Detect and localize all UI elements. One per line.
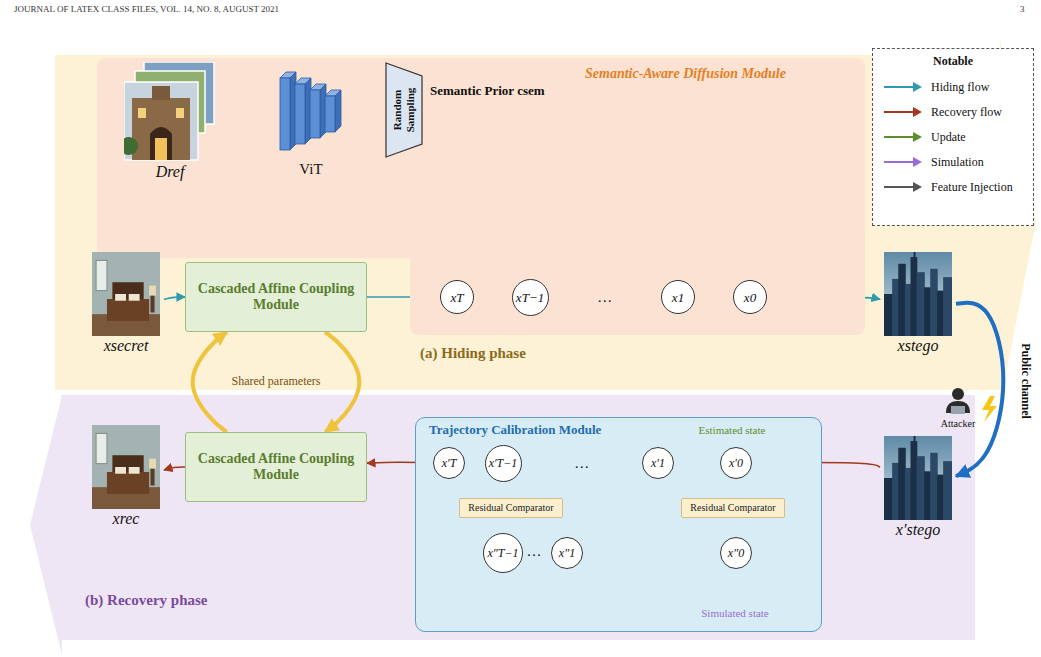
photo-illustration [92,425,160,509]
node-label: x′0 [729,457,743,469]
reference-images: Dref [122,62,218,188]
node-label: x″1 [559,547,575,559]
state-circle: x0 [733,280,767,314]
edge-label: Public channel [1018,341,1031,421]
state-circle: xT−1 [512,279,549,316]
node-label: Residual Comparator [690,502,775,514]
running-header: JOURNAL OF LATEX CLASS FILES, VOL. 14, N… [14,4,279,14]
shared-arrow [193,332,227,432]
attacker-label: Attacker [941,418,975,430]
attacker-icon [946,388,970,414]
legend-entry: Simulation [883,152,984,172]
recovery-flow-band [30,395,975,655]
node-label: xrec [88,510,164,528]
state-circle: x″T−1 [483,533,523,573]
node-label: x1 [672,291,684,304]
photo-illustration [884,252,952,336]
node-label: x0 [744,291,756,304]
node-label: x″T−1 [487,547,518,559]
phase-band: (a) Hiding phase Semantic-Aware Diffusion… [62,55,1000,390]
legend-entry: Update [883,127,966,147]
node-label: x″0 [728,547,744,559]
legend-box: Hiding flowRecovery flowUpdateSimulation… [872,48,1034,226]
state-circle: x′T−1 [485,445,522,482]
lightning-symbol [982,396,997,422]
node-label: xstego [880,337,956,355]
node-label: xT−1 [516,291,544,304]
state-circle: x″1 [551,537,583,569]
legend-entry: Hiding flow [883,77,989,97]
node-label: (a) Hiding phase [420,345,526,362]
comparator-box: Residual Comparator [681,498,785,518]
legend-arrow-sample [883,131,923,143]
page-number: 3 [1020,4,1025,14]
node-label: Trajectory Calibration Module [429,423,601,438]
calibration-module: Trajectory Calibration Module x′T x′T−1 x′1… [415,417,822,632]
flow-arrow [164,467,185,470]
stego-image: xstego [880,252,956,364]
legend-text: Hiding flow [931,80,989,95]
legend-arrow-sample [883,156,923,168]
node-label: (b) Recovery phase [85,592,207,609]
legend-arrow-sample [883,181,923,193]
legend-text: Simulation [931,155,984,170]
node-label: Cascaded Affine Coupling Module [197,451,355,483]
flow-arrow [164,297,185,299]
received-stego-image: x′stego [880,436,956,548]
state-circle: x″0 [720,537,752,569]
state-circle: x′T [433,447,465,479]
coupling-module-box: Cascaded Affine Coupling Module [185,262,367,332]
legend-arrow-sample [883,81,923,93]
hiding-flow-band [55,40,1036,404]
phase-band: (b) Recovery phase xrec Cascaded Affine Co… [62,395,975,640]
node-label: x′T [442,457,457,469]
photo-illustration [92,252,160,336]
legend-entry: Recovery flow [883,102,1002,122]
node-label: Residual Comparator [468,502,553,514]
state-circle: x′1 [642,447,674,479]
node-label: Random Sampling [391,68,416,152]
state-circle: x1 [661,280,695,314]
encoder-illustration [276,66,346,160]
node-label: Semantic-Aware Diffusion Module [585,66,786,82]
photo-illustration [884,436,952,520]
node-label: x′1 [651,457,665,469]
photo-illustration [124,62,216,162]
node-label: x′T−1 [489,457,518,469]
comparator-box: Residual Comparator [459,498,563,518]
coupling-module-box: Cascaded Affine Coupling Module [185,432,367,502]
sampling-trapezoid: Random Sampling [385,62,423,158]
secret-image: xsecret [88,252,164,364]
node-label: ViT [276,161,346,178]
state-circle: x′0 [720,447,752,479]
legend-text: Recovery flow [931,105,1002,120]
node-label: Dref [122,163,218,181]
recovered-image: xrec [88,425,164,537]
module-shape [97,58,865,335]
state-circle: xT [440,280,474,314]
node-label: x′stego [880,521,956,539]
node-label: Cascaded Affine Coupling Module [197,281,355,313]
legend-text: Feature Injection [931,180,1013,195]
node-label: xsecret [88,337,164,355]
channel-arrow [956,303,1003,476]
shared-arrow [325,332,359,432]
legend-entry: Feature Injection [883,177,1013,197]
legend-arrow-sample [883,106,923,118]
legend-text: Update [931,130,966,145]
node-label: xT [451,291,464,304]
vit-encoder: ViT [276,66,346,186]
edge-label: Shared parameters [230,375,323,388]
